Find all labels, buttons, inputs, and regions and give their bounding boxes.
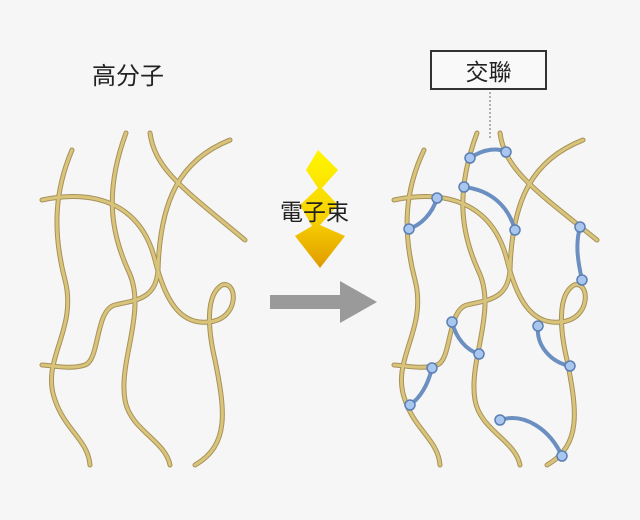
polymer-chains-left	[39, 130, 248, 468]
crosslink-label-box: 交聯	[430, 50, 547, 90]
crosslink-label: 交聯	[465, 60, 512, 86]
electron-beam-bolt-icon	[295, 150, 345, 268]
electron-beam-label: 電子束	[280, 200, 349, 226]
process-arrow-icon	[270, 281, 377, 323]
crosslinked-network-right	[391, 130, 600, 468]
polymer-label: 高分子	[92, 62, 164, 90]
